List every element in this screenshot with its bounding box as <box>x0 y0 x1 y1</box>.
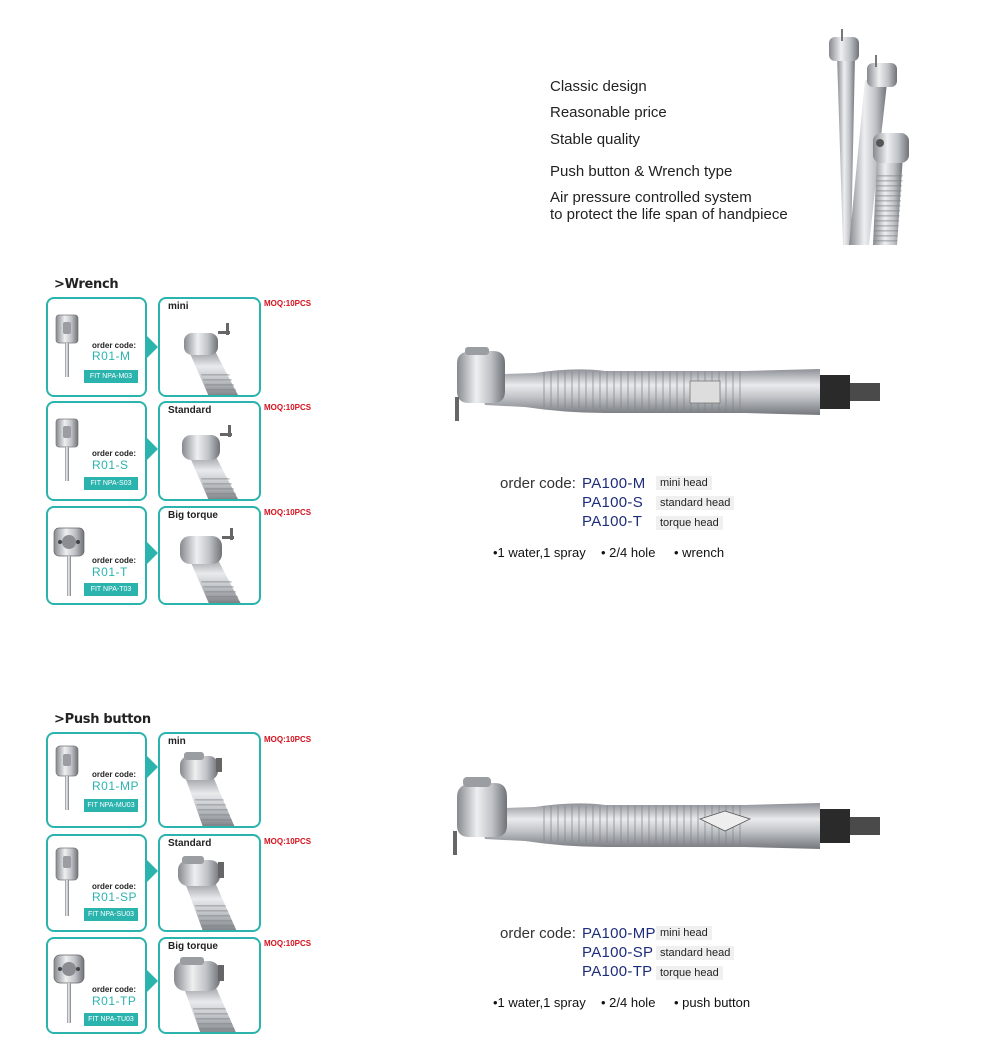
order-code-heading: order code: <box>500 475 576 492</box>
arrow-icon <box>147 336 158 358</box>
arrow-icon <box>147 970 158 992</box>
product-code: PA100-MP <box>582 925 656 942</box>
section-title-wrench: >Wrench <box>54 277 119 292</box>
head-label: Standard <box>168 838 212 849</box>
spec-item: •1 water,1 spray <box>493 545 586 560</box>
feature-item: Reasonable price <box>550 104 667 121</box>
rotor-card: order code: R01-M FIT NPA-M03 <box>46 297 147 397</box>
rotor-image <box>55 745 79 810</box>
rotor-code: R01-SP <box>92 890 138 904</box>
head-label: Standard <box>168 405 212 416</box>
head-card: Standard <box>158 834 261 932</box>
head-label: mini <box>168 301 189 312</box>
arrow-icon <box>147 756 158 778</box>
rotor-image <box>55 418 79 481</box>
product-code: PA100-SP <box>582 944 654 961</box>
order-code-label: order code: <box>92 556 137 565</box>
fit-badge: FIT NPA-TU03 <box>84 1013 138 1026</box>
moq-label: MOQ:10PCS <box>264 837 312 846</box>
head-image <box>180 752 235 826</box>
head-card: min <box>158 732 261 828</box>
head-type-tag: mini head <box>656 926 712 940</box>
spec-item: • 2/4 hole <box>601 545 656 560</box>
arrow-icon <box>147 438 158 460</box>
head-label: Big torque <box>168 941 218 952</box>
spec-item: • push button <box>674 995 751 1010</box>
head-type-tag: standard head <box>656 496 735 510</box>
head-card: mini <box>158 297 261 397</box>
moq-label: MOQ:10PCS <box>264 299 312 308</box>
moq-label: MOQ:10PCS <box>264 735 312 744</box>
rotor-code: R01-T <box>92 565 128 579</box>
handpiece-push-button-image <box>453 777 880 855</box>
head-card: Standard <box>158 401 261 501</box>
rotor-image <box>53 954 85 1023</box>
head-label: Big torque <box>168 510 218 521</box>
rotor-card: order code: R01-TP FIT NPA-TU03 <box>46 937 147 1034</box>
rotor-image <box>55 314 79 377</box>
feature-item: Stable quality <box>550 131 641 148</box>
head-image <box>184 323 239 395</box>
rotor-image <box>55 847 79 916</box>
spec-item: • 2/4 hole <box>601 995 656 1010</box>
product-code: PA100-M <box>582 475 646 492</box>
order-code-heading: order code: <box>500 925 576 942</box>
handpiece-wrench-image <box>455 347 880 421</box>
fit-badge: FIT NPA-S03 <box>84 477 138 490</box>
product-code: PA100-S <box>582 494 644 511</box>
order-code-label: order code: <box>92 882 137 891</box>
rotor-code: R01-TP <box>92 994 137 1008</box>
product-code: PA100-T <box>582 513 643 530</box>
arrow-icon <box>147 542 158 564</box>
feature-item: to protect the life span of handpiece <box>550 206 788 223</box>
order-code-label: order code: <box>92 985 137 994</box>
product-code: PA100-TP <box>582 963 653 980</box>
rotor-code: R01-S <box>92 458 129 472</box>
rotor-card: order code: R01-T FIT NPA-T03 <box>46 506 147 605</box>
moq-label: MOQ:10PCS <box>264 403 312 412</box>
moq-label: MOQ:10PCS <box>264 508 312 517</box>
moq-label: MOQ:10PCS <box>264 939 312 948</box>
rotor-code: R01-M <box>92 349 131 363</box>
head-card: Big torque <box>158 506 261 605</box>
spec-item: • wrench <box>674 545 725 560</box>
fit-badge: FIT NPA-T03 <box>84 583 138 596</box>
rotor-card: order code: R01-SP FIT NPA-SU03 <box>46 834 147 932</box>
order-code-label: order code: <box>92 770 137 779</box>
fit-badge: FIT NPA-MU03 <box>84 799 138 812</box>
section-title-push-button: >Push button <box>54 712 151 727</box>
fit-badge: FIT NPA-SU03 <box>84 908 138 921</box>
head-image <box>180 528 241 603</box>
head-card: Big torque <box>158 937 261 1034</box>
head-image <box>174 957 236 1032</box>
arrow-icon <box>147 860 158 882</box>
spec-item: •1 water,1 spray <box>493 995 586 1010</box>
rotor-code: R01-MP <box>92 779 140 793</box>
order-code-label: order code: <box>92 341 137 350</box>
head-type-tag: torque head <box>656 516 723 530</box>
head-image <box>178 856 237 930</box>
head-type-tag: standard head <box>656 946 735 960</box>
rotor-image <box>53 527 85 596</box>
rotor-card: order code: R01-MP FIT NPA-MU03 <box>46 732 147 828</box>
head-label: min <box>168 736 186 747</box>
feature-item: Classic design <box>550 78 647 95</box>
head-image <box>182 425 239 499</box>
head-type-tag: torque head <box>656 966 723 980</box>
handpiece-group-image <box>829 29 909 245</box>
rotor-card: order code: R01-S FIT NPA-S03 <box>46 401 147 501</box>
order-code-label: order code: <box>92 449 137 458</box>
fit-badge: FIT NPA-M03 <box>84 370 138 383</box>
feature-item: Air pressure controlled system <box>550 189 752 206</box>
feature-item: Push button & Wrench type <box>550 163 733 180</box>
head-type-tag: mini head <box>656 476 712 490</box>
